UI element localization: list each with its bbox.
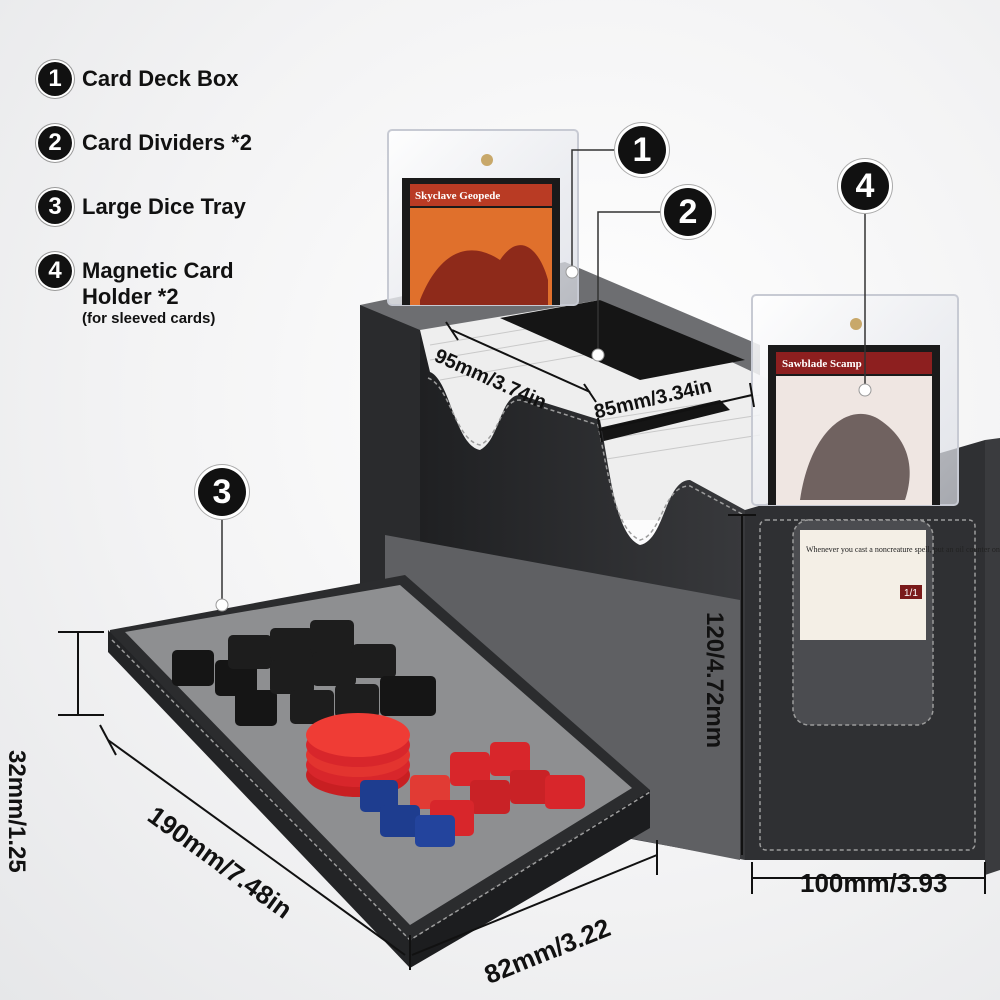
card-name-2: Sawblade Scamp (782, 358, 862, 370)
tray-width-line (411, 854, 658, 956)
legend-label-4-text: Magnetic Card Holder *2 (82, 258, 234, 309)
card-width-line (599, 394, 753, 431)
callout-line-1 (571, 149, 618, 272)
legend-item-2: 2 Card Dividers *2 (38, 126, 262, 160)
black-die (335, 684, 379, 718)
window-card-rules: Whenever you cast a noncreature spell, p… (806, 545, 1000, 554)
box-stitching (427, 377, 743, 541)
card-divider-2 (590, 400, 730, 442)
card-width-cap (749, 382, 755, 408)
counter-chips (306, 713, 410, 797)
red-die (470, 780, 510, 814)
black-die (270, 628, 314, 662)
legend-label-2: Card Dividers *2 (82, 130, 252, 155)
card-length-cap (445, 321, 459, 341)
legend-sub-4: (for sleeved cards) (82, 310, 216, 327)
dim-box-height: 120/4.72mm (701, 612, 728, 749)
callout-badge-1: 1 (618, 126, 666, 174)
blue-die (380, 805, 420, 837)
callout-lines (221, 149, 866, 603)
card-divider-1 (500, 300, 745, 380)
legend-item-3: 3 Large Dice Tray (38, 190, 262, 224)
dice-tray-right-side (410, 790, 650, 968)
legend-number-1: 1 (38, 62, 72, 96)
black-dice-group (172, 620, 436, 726)
chip (306, 713, 410, 757)
card-art-creature-1 (420, 245, 548, 305)
black-die (228, 635, 272, 669)
card-art-creature-2 (800, 413, 910, 500)
dim-tray-height: 32mm/1.25 (3, 750, 30, 873)
legend-label-3: Large Dice Tray (82, 194, 246, 219)
black-die (172, 650, 214, 686)
legend-label-4: Magnetic Card Holder *2 (for sleeved car… (82, 254, 262, 328)
legend-label-1: Card Deck Box (82, 66, 239, 91)
black-die (380, 676, 436, 716)
card-title-bar-2 (776, 352, 932, 374)
magnet-screw-1 (481, 154, 493, 166)
card-title-bar-1 (410, 184, 552, 206)
callout-badge-2: 2 (664, 188, 712, 236)
callout-badge-4: 4 (841, 162, 889, 210)
blue-die (360, 780, 398, 812)
legend-number-2: 2 (38, 126, 72, 160)
window-card-pt: 1/1 (904, 588, 918, 599)
callout-dot-1 (565, 265, 579, 279)
card-width-cap (597, 417, 603, 443)
legend-number-3: 3 (38, 190, 72, 224)
black-die (312, 652, 356, 686)
callout-badge-3: 3 (198, 468, 246, 516)
callout-dots (215, 265, 872, 612)
dimension-lines (58, 321, 986, 970)
black-die (290, 690, 334, 724)
card-name-1: Skyclave Geopede (415, 190, 500, 202)
red-die (450, 752, 490, 786)
tray-length-line (107, 739, 406, 956)
legend-item-1: 1 Card Deck Box (38, 62, 262, 96)
red-die (545, 775, 585, 809)
black-die (235, 690, 277, 726)
card-length-line (451, 329, 591, 393)
callout-dot-3 (215, 598, 229, 612)
red-die (510, 770, 550, 804)
tray-length-cap (99, 724, 117, 756)
dice-tray-front-side (108, 630, 410, 968)
black-die (310, 620, 354, 654)
window-card-pt-box (900, 585, 922, 599)
feature-legend: 1 Card Deck Box 2 Card Dividers *2 3 Lar… (38, 62, 262, 358)
legend-item-4: 4 Magnetic Card Holder *2 (for sleeved c… (38, 254, 262, 328)
blue-die (415, 815, 455, 847)
lid-flap (985, 438, 1000, 875)
dim-box-width: 100mm/3.93 (800, 868, 948, 898)
black-die (352, 644, 396, 678)
card-length-cap (583, 383, 597, 403)
blue-dice-group (360, 780, 455, 847)
magnet-screw-2 (850, 318, 862, 330)
black-die (270, 660, 314, 694)
callout-dot-4 (858, 383, 872, 397)
legend-number-4: 4 (38, 254, 72, 288)
red-die (490, 742, 530, 776)
callout-dot-2 (591, 348, 605, 362)
callout-line-2 (597, 211, 668, 355)
